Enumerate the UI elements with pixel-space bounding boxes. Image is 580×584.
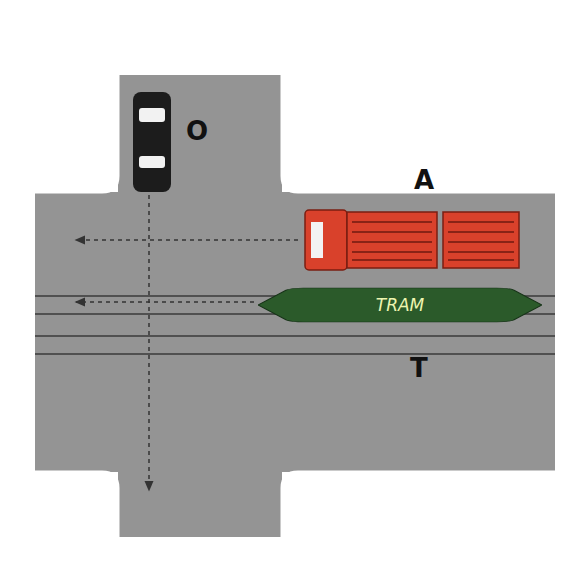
vehicle-letter: O — [186, 118, 208, 144]
vehicle-letter: A — [414, 167, 434, 193]
car — [133, 92, 171, 192]
tram-body: TRAM — [258, 287, 542, 323]
vehicle-letter: T — [410, 355, 428, 381]
tram-label: TRAM — [376, 295, 425, 315]
truck — [305, 210, 519, 270]
